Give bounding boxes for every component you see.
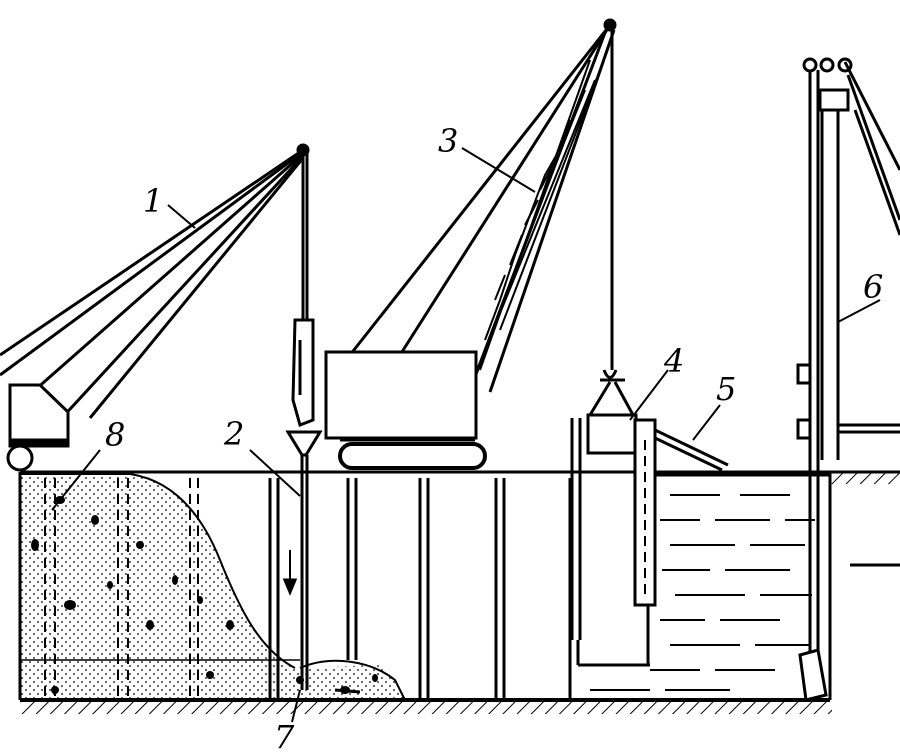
label-2: 2 — [223, 415, 244, 453]
label-7: 7 — [274, 718, 295, 756]
chute-5 — [654, 428, 729, 472]
label-5: 5 — [716, 370, 736, 408]
label-1: 1 — [143, 182, 163, 220]
water-lines — [590, 494, 815, 691]
bottom-hatch — [20, 700, 832, 714]
slurry-pit — [590, 473, 830, 691]
label-4: 4 — [663, 342, 684, 380]
crane-3 — [324, 18, 625, 470]
hopper-2 — [282, 430, 323, 690]
label-3: 3 — [438, 122, 458, 160]
label-8: 8 — [105, 416, 125, 454]
pile-frames — [268, 478, 572, 700]
aggregate-stones — [31, 496, 378, 694]
crane-1 — [0, 143, 315, 472]
concrete-fill — [20, 473, 406, 701]
bucket-4 — [570, 381, 657, 667]
leader-lines — [51, 147, 881, 723]
label-6: 6 — [863, 268, 883, 306]
drill-rig-6 — [796, 57, 900, 702]
right-ground-hatch — [830, 472, 900, 484]
